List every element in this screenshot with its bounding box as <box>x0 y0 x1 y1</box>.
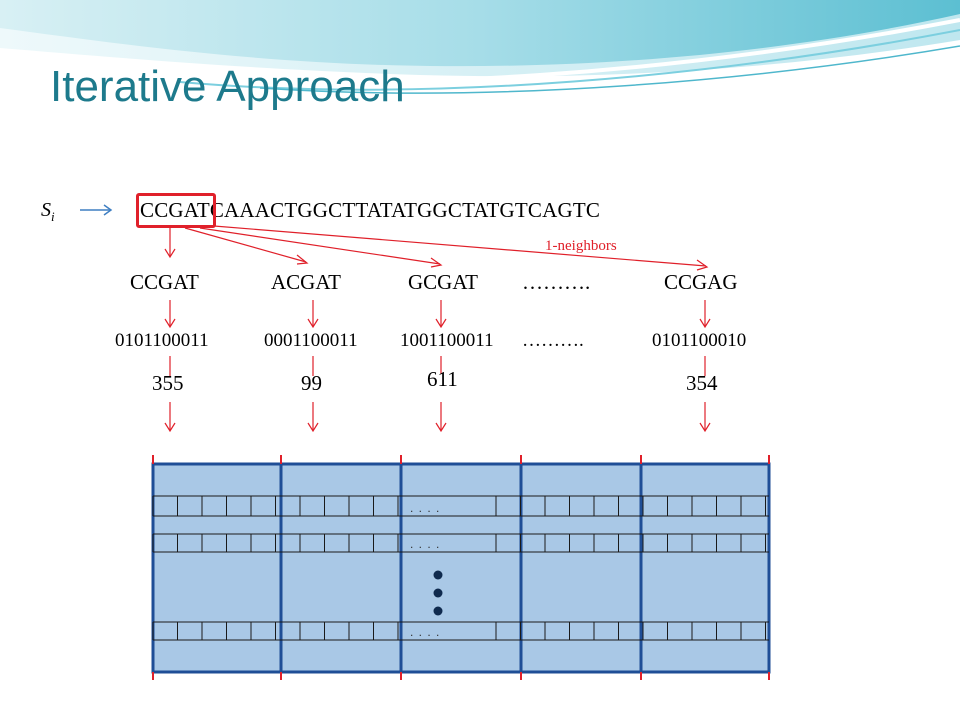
arrows-layer <box>164 225 711 433</box>
neighbors-label: 1-neighbors <box>545 238 617 254</box>
arrowhead-icon <box>430 257 443 268</box>
arrowhead-icon <box>296 254 309 265</box>
binary-code: 0101100010 <box>652 330 747 351</box>
sequence-arrow-icon <box>80 204 113 216</box>
index-number: 611 <box>427 367 458 391</box>
row-ellipsis: . . . . <box>410 625 440 639</box>
arrow-to-kmer-2 <box>184 227 307 263</box>
sequence-label: Si <box>41 199 55 224</box>
index-number: 99 <box>301 371 322 395</box>
dna-sequence: CCGATCAAACTGGCTTATATGGCTATGTCAGTC <box>140 198 601 222</box>
vertical-ellipsis-dot <box>433 606 443 616</box>
kmer-label: CCGAG <box>664 270 738 294</box>
header-wave-decoration <box>0 0 960 94</box>
binary-ellipsis: ………. <box>522 330 584 351</box>
kmer-highlight-box <box>136 193 216 228</box>
vertical-ellipsis-dot <box>433 588 443 598</box>
index-number: 355 <box>152 371 184 395</box>
kmer-ellipsis: ………. <box>522 270 591 294</box>
arrow-to-kmer-3 <box>199 227 441 265</box>
slide-title: Iterative Approach <box>50 62 405 111</box>
binary-code: 0101100011 <box>115 330 209 351</box>
arrowhead-icon <box>164 248 176 259</box>
arrowhead-icon <box>696 259 709 271</box>
kmer-label: CCGAT <box>130 270 199 294</box>
table-background <box>151 462 771 674</box>
row-ellipsis: . . . . <box>410 537 440 551</box>
kmer-label: GCGAT <box>408 270 479 294</box>
bucket-table: . . . . . . . . . . . . <box>151 455 771 680</box>
row-ellipsis: . . . . <box>410 501 440 515</box>
kmer-label: ACGAT <box>271 270 342 294</box>
vertical-ellipsis-dot <box>433 570 443 580</box>
binary-code: 0001100011 <box>264 330 358 351</box>
binary-code: 1001100011 <box>400 330 494 351</box>
index-number: 354 <box>686 371 718 395</box>
arrow-to-kmer-last <box>213 225 707 267</box>
